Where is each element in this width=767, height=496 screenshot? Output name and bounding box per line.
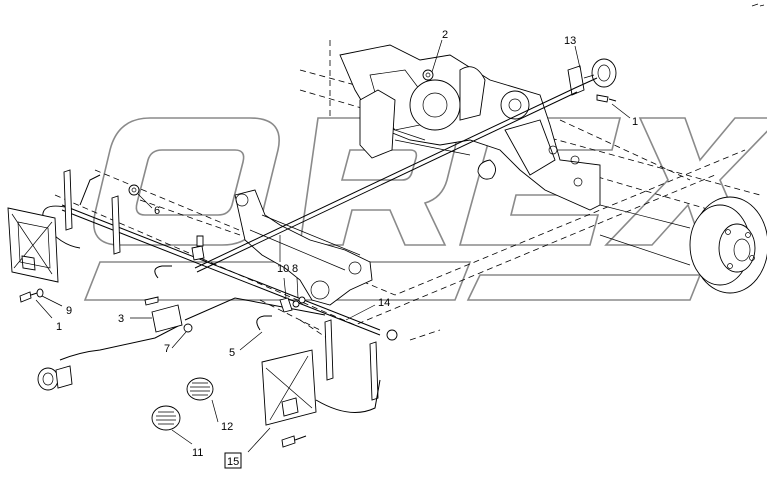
callout-1-right: 1 bbox=[632, 116, 638, 128]
callout-labels: 1 1 2 3 5 6 7 8 9 10 11 12 13 14 15 bbox=[56, 29, 638, 469]
callout-9: 9 bbox=[66, 305, 72, 317]
orex-watermark bbox=[83, 117, 767, 301]
callout-14: 14 bbox=[378, 297, 390, 309]
callout-8: 8 bbox=[292, 263, 298, 275]
top-lamp bbox=[567, 58, 617, 103]
right-rear-lamp bbox=[261, 349, 381, 426]
callout-15: 15 bbox=[227, 456, 239, 468]
callout-1-left: 1 bbox=[56, 321, 62, 333]
callout-2: 2 bbox=[442, 29, 448, 41]
lamp-bar bbox=[61, 169, 381, 401]
axle-bracket-assembly bbox=[339, 44, 601, 211]
corner-mark bbox=[751, 3, 765, 7]
callout-7: 7 bbox=[164, 343, 170, 355]
hardware-parts bbox=[19, 69, 434, 448]
spring-hanger-assembly bbox=[234, 189, 373, 306]
callout-13: 13 bbox=[564, 35, 576, 47]
wiring-harness bbox=[42, 77, 598, 361]
callout-15-box bbox=[224, 452, 242, 469]
wheel-hub bbox=[599, 196, 767, 294]
callout-3: 3 bbox=[118, 313, 124, 325]
callout-11: 11 bbox=[192, 447, 203, 459]
leader-lines bbox=[35, 39, 631, 453]
callout-5: 5 bbox=[229, 347, 235, 359]
left-rear-lamp bbox=[7, 207, 59, 283]
callout-12: 12 bbox=[221, 421, 233, 433]
callout-6: 6 bbox=[154, 205, 160, 217]
callout-10: 10 bbox=[277, 263, 289, 275]
